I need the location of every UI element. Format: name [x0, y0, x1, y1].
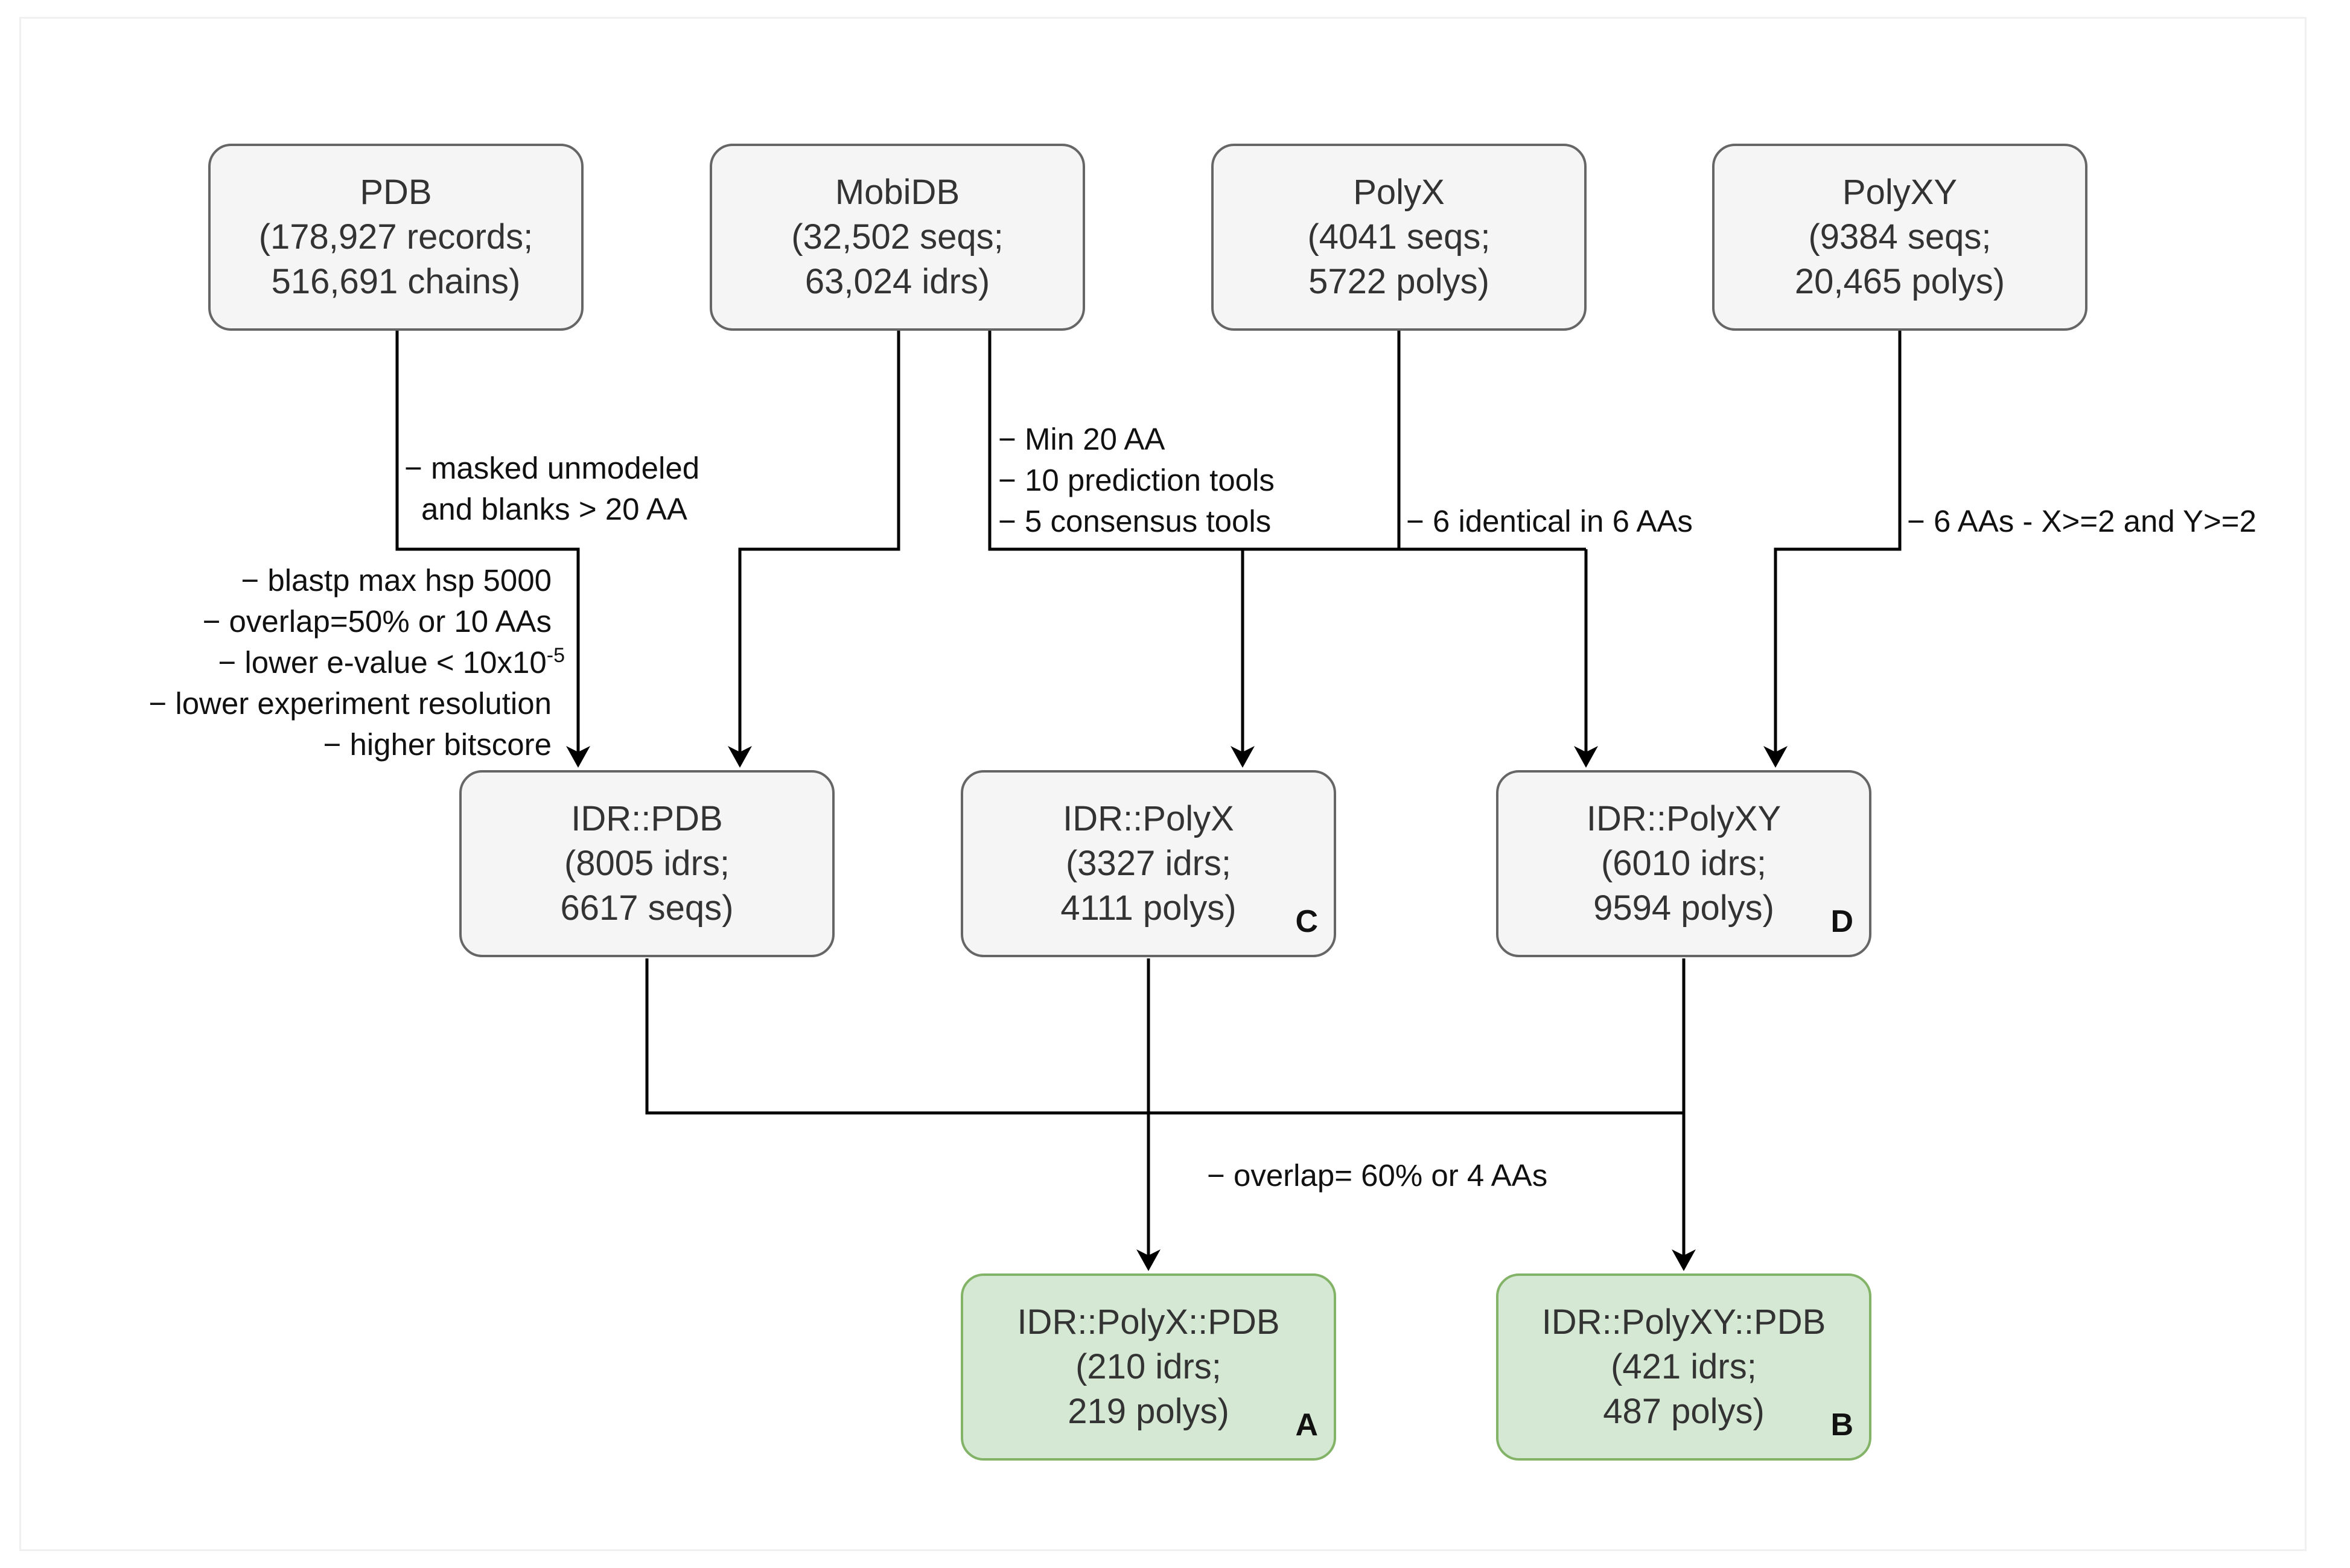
edge-label-blastp: − blastp max hsp 5000 − overlap=50% or 1… [148, 560, 565, 765]
edge-mobidb-trunk [988, 331, 1586, 551]
edge-label-line: − Min 20 AA [998, 422, 1165, 456]
edge-label-polyxy-filter: − 6 AAs - X>=2 and Y>=2 [1907, 504, 2256, 538]
edge-label-mobidb-filter: − Min 20 AA − 10 prediction tools − 5 co… [998, 419, 1275, 542]
arrowhead-to-idr-polyxy-left [1574, 746, 1598, 768]
node-stat: (8005 idrs; [564, 844, 730, 883]
node-title: IDR::PolyXY::PDB [1541, 1302, 1826, 1342]
node-stat: 219 polys) [1068, 1392, 1229, 1431]
edge-pdb-to-idr-pdb [395, 331, 580, 753]
node-polyxy: PolyXY (9384 seqs; 20,465 polys) [1712, 144, 2087, 331]
edge-label-line: − overlap=50% or 10 AAs [202, 604, 552, 639]
node-title: IDR::PolyX [1063, 799, 1234, 838]
node-mobidb: MobiDB (32,502 seqs; 63,024 idrs) [710, 144, 1085, 331]
panel-tag: A [1295, 1407, 1318, 1442]
edge-label-line: − 10 prediction tools [998, 463, 1275, 497]
node-title: PolyXY [1842, 173, 1958, 212]
node-title: IDR::PDB [571, 799, 723, 838]
node-stat: (9384 seqs; [1808, 217, 1992, 257]
edge-label-text: − lower e-value < 10x10 [218, 645, 547, 680]
node-title: PDB [360, 173, 432, 212]
edge-polyxy-to-idr-polyxy [1774, 331, 1902, 753]
panel-tag: C [1295, 904, 1318, 939]
node-stat: (3327 idrs; [1065, 844, 1232, 883]
node-stat: 63,024 idrs) [804, 262, 990, 301]
node-idr-polyxy: IDR::PolyXY (6010 idrs; 9594 polys) D [1496, 770, 1871, 957]
edge-label-overlap: − overlap= 60% or 4 AAs [1207, 1158, 1548, 1193]
node-title: IDR::PolyXY [1586, 799, 1782, 838]
edge-label-polyx-filter: − 6 identical in 6 AAs [1406, 504, 1693, 538]
edge-label-superscript: -5 [546, 644, 565, 667]
arrowhead-to-idr-polyx-pdb [1136, 1249, 1161, 1271]
node-stat: (210 idrs; [1075, 1347, 1221, 1386]
node-idr-pdb: IDR::PDB (8005 idrs; 6617 seqs) [459, 770, 835, 957]
node-stat: (6010 idrs; [1600, 844, 1766, 883]
edge-label-line: − lower e-value < 10x10-5 [148, 642, 565, 683]
node-title: IDR::PolyX::PDB [1017, 1302, 1280, 1342]
node-idr-polyx-pdb: IDR::PolyX::PDB (210 idrs; 219 polys) A [961, 1273, 1336, 1461]
edge-label-line: − lower experiment resolution [148, 686, 552, 721]
node-stat: 487 polys) [1603, 1392, 1765, 1431]
node-stat: 4111 polys) [1060, 888, 1237, 928]
panel-tag: B [1830, 1407, 1853, 1442]
node-stat: 516,691 chains) [271, 262, 521, 301]
arrowhead-to-idr-polyx [1231, 746, 1255, 768]
edge-label-line: − higher bitscore [323, 727, 552, 762]
panel-tag: D [1830, 904, 1853, 939]
node-stat: 20,465 polys) [1794, 262, 2005, 301]
edge-merge-bar [645, 958, 1684, 1115]
node-pdb: PDB (178,927 records; 516,691 chains) [208, 144, 584, 331]
node-stat: 6617 seqs) [560, 888, 734, 928]
node-stat: 9594 polys) [1593, 888, 1774, 928]
diagram-frame [19, 17, 2307, 1551]
node-title: MobiDB [835, 173, 960, 212]
edge-label-line: − masked unmodeled [404, 451, 700, 485]
node-idr-polyxy-pdb: IDR::PolyXY::PDB (421 idrs; 487 polys) B [1496, 1273, 1871, 1461]
node-stat: (32,502 seqs; [791, 217, 1004, 257]
node-stat: (421 idrs; [1611, 1347, 1757, 1386]
arrowhead-to-idr-polyxy-pdb [1672, 1249, 1696, 1271]
node-stat: (4041 seqs; [1307, 217, 1491, 257]
edge-label-line: − blastp max hsp 5000 [241, 563, 552, 598]
arrowhead-mobidb-to-idr-pdb [728, 746, 752, 768]
arrowhead-pdb-to-idr-pdb [566, 746, 590, 768]
node-stat: 5722 polys) [1308, 262, 1489, 301]
node-polyx: PolyX (4041 seqs; 5722 polys) [1211, 144, 1587, 331]
node-title: PolyX [1353, 173, 1445, 212]
edge-mobidb-to-idr-pdb [738, 331, 900, 753]
node-idr-polyx: IDR::PolyX (3327 idrs; 4111 polys) C [961, 770, 1336, 957]
edge-label-line: and blanks > 20 AA [421, 492, 687, 526]
arrowhead-polyxy-to-idr-polyxy [1763, 746, 1788, 768]
node-stat: (178,927 records; [258, 217, 533, 257]
edge-label-line: − 5 consensus tools [998, 504, 1272, 538]
edge-label-pdb-filter: − masked unmodeled and blanks > 20 AA [404, 448, 699, 530]
